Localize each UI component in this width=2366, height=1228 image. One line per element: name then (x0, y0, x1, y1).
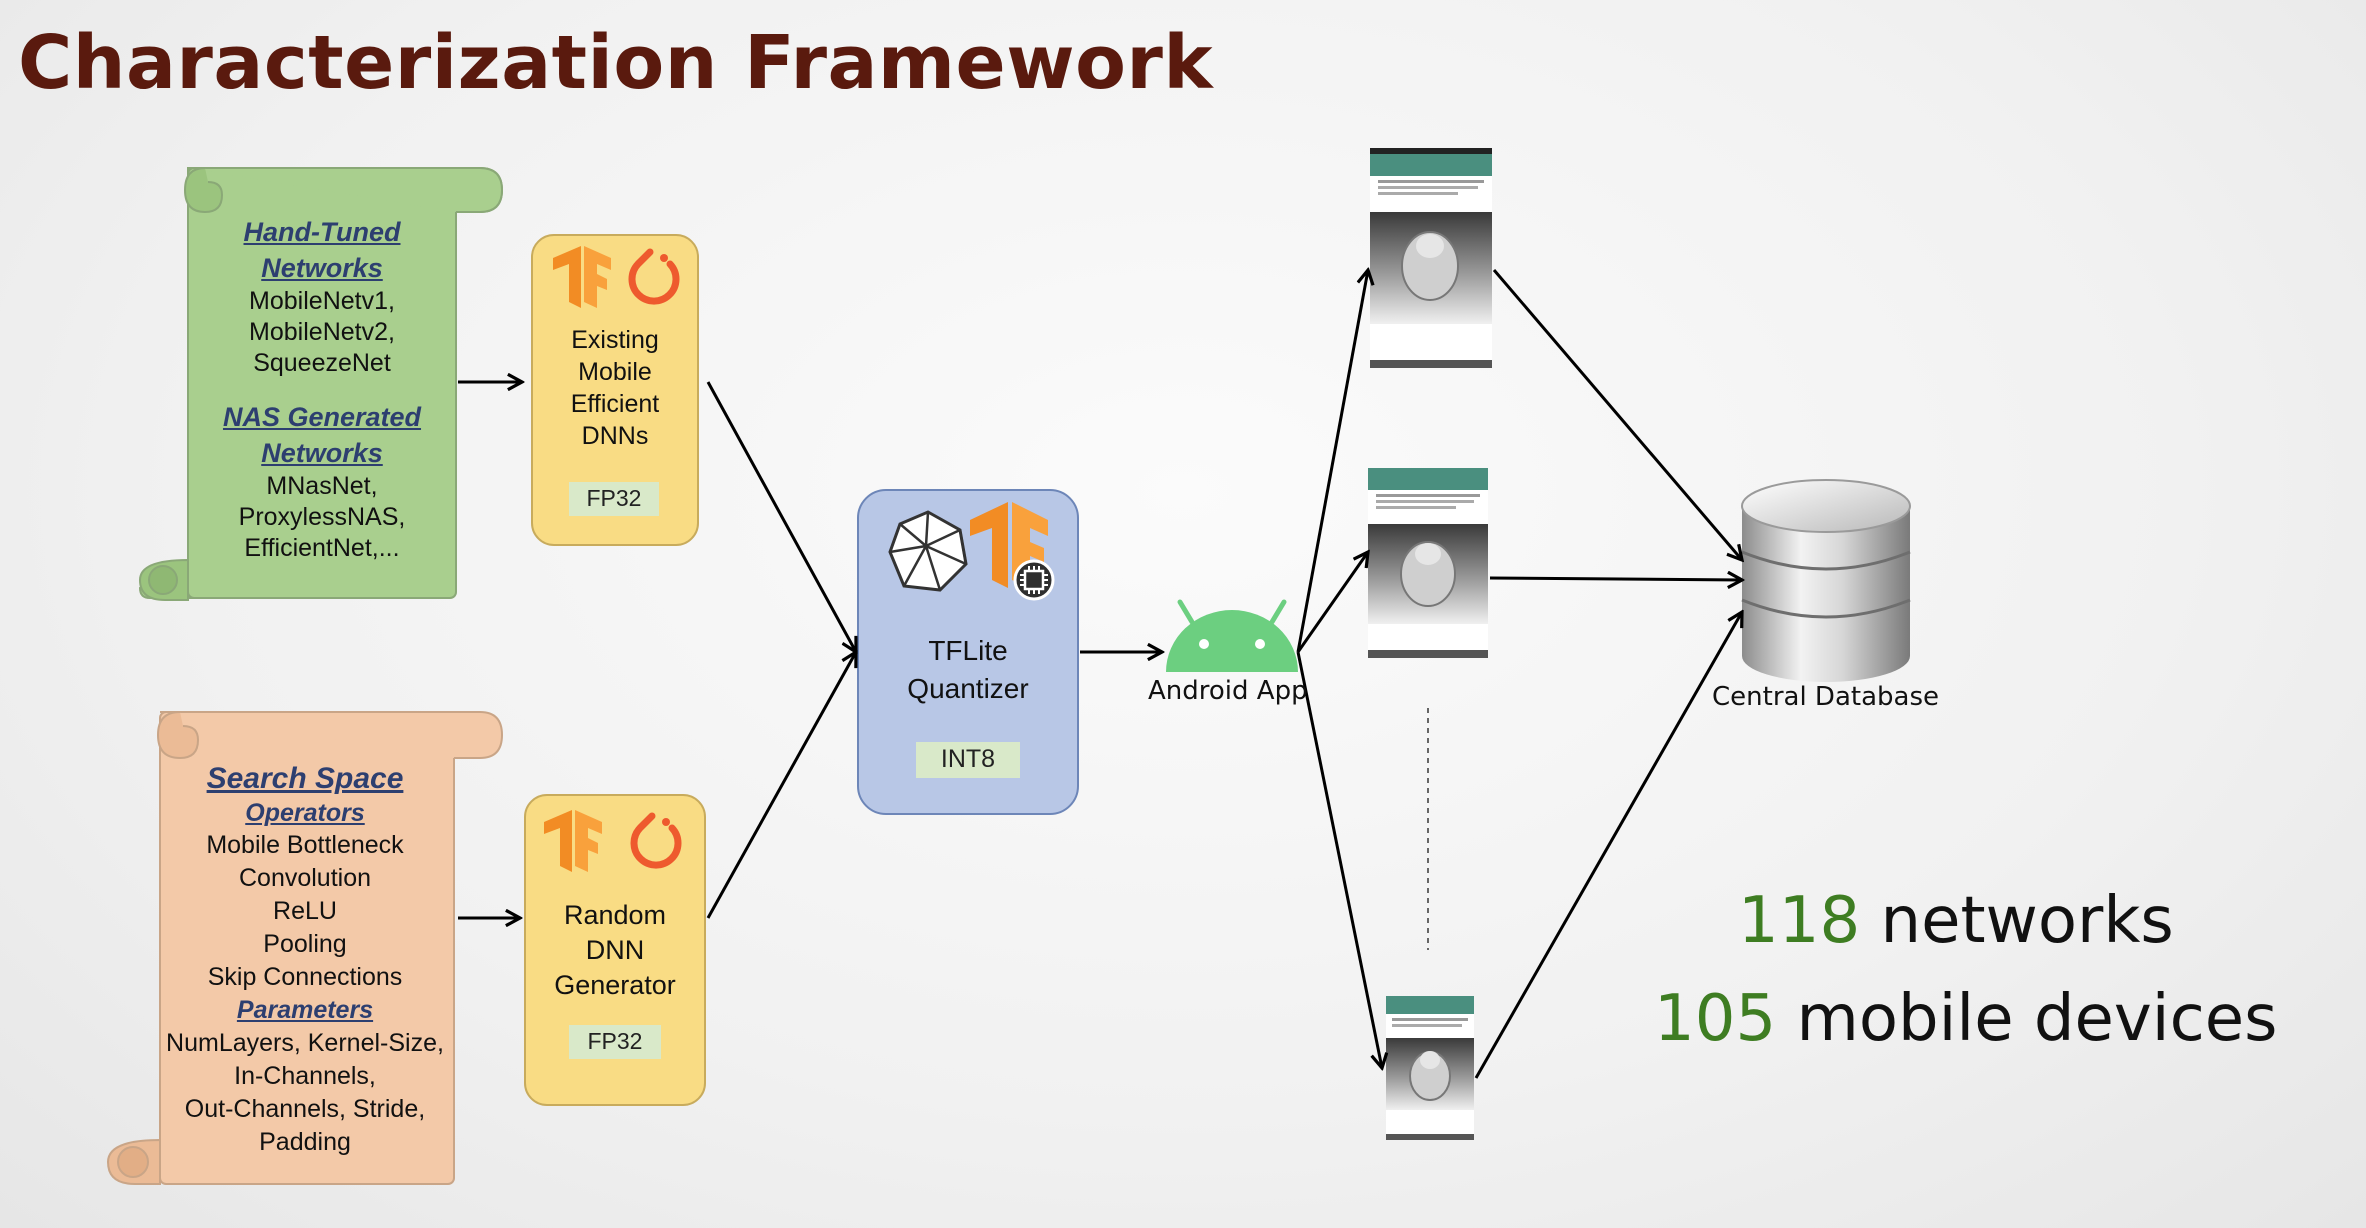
networks-stat: 118 networks (1738, 884, 2174, 958)
tensorflow-icon (553, 246, 611, 308)
existing-box-text: Existing Mobile Efficient DNNs (532, 324, 698, 452)
quantizer-badge-bg (916, 742, 1020, 778)
random-line: Generator (554, 970, 676, 1000)
existing-line: Existing (571, 326, 659, 354)
search-space-scroll (106, 711, 504, 1185)
devices-stat: 105 mobile devices (1654, 982, 2277, 1056)
networks-count: 118 (1738, 884, 1861, 958)
quantizer-line: Quantizer (907, 673, 1029, 704)
parameter-item: In-Channels, (234, 1062, 376, 1090)
search-space-heading: Search Space (206, 762, 404, 795)
search-space-text: Search Space Operators Mobile Bottleneck… (160, 760, 450, 1159)
random-line: Random (563, 900, 667, 930)
quantizer-line: TFLite (928, 635, 1008, 666)
operator-item: Mobile Bottleneck (206, 831, 404, 859)
networks-label: networks (1880, 884, 2174, 958)
existing-line: Mobile (578, 358, 652, 386)
pytorch-icon (628, 248, 680, 305)
phone-screenshot (1370, 148, 1492, 368)
hand-tuned-text: Hand-Tuned Networks MobileNetv1, MobileN… (190, 214, 454, 564)
random-fp32-badge: FP32 (587, 1028, 643, 1054)
devices-label: mobile devices (1796, 982, 2278, 1056)
slide-title: Characterization Framework (18, 20, 1214, 106)
existing-fp32-badge: FP32 (586, 485, 642, 511)
tensorflow-icon (544, 810, 602, 872)
nas-heading-1: NAS Generated (222, 402, 422, 432)
database-icon (1741, 479, 1911, 682)
operator-item: Convolution (238, 864, 372, 892)
parameters-heading: Parameters (236, 996, 374, 1024)
hand-tuned-item: SqueezeNet (253, 349, 391, 377)
arrows (458, 270, 1742, 1079)
quantizer-int8-badge: INT8 (940, 745, 996, 773)
operator-item: ReLU (273, 897, 337, 925)
parameter-item: Padding (259, 1128, 351, 1156)
operator-item: Skip Connections (207, 963, 403, 991)
quantizer-box-text: TFLite Quantizer (858, 632, 1078, 708)
nas-item: EfficientNet,... (244, 534, 400, 562)
existing-line: DNNs (581, 422, 649, 450)
existing-dnn-box (531, 234, 699, 546)
hand-tuned-item: MobileNetv1, (249, 287, 395, 315)
hand-tuned-scroll (138, 167, 504, 601)
existing-badge-bg (569, 482, 659, 516)
random-badge-bg (569, 1025, 661, 1059)
hand-tuned-item: MobileNetv2, (249, 318, 395, 346)
parameter-item: Out-Channels, Stride, (184, 1095, 426, 1123)
central-database-label: Central Database (1712, 682, 1939, 712)
random-line: DNN (585, 935, 645, 965)
operators-heading: Operators (245, 799, 365, 827)
operator-item: Pooling (263, 930, 347, 958)
nas-heading-2: Networks (261, 438, 383, 468)
pytorch-icon (630, 812, 682, 869)
parameter-item: NumLayers, Kernel-Size, (166, 1029, 444, 1057)
phone-screenshot (1368, 468, 1488, 658)
devices-count: 105 (1654, 982, 1777, 1056)
polyhedron-icon (888, 510, 968, 592)
nas-item: ProxylessNAS, (238, 503, 406, 531)
existing-line: Efficient (570, 390, 660, 418)
hand-tuned-heading-2: Networks (261, 253, 383, 283)
random-box-text: Random DNN Generator (525, 898, 705, 1003)
nas-item: MNasNet, (266, 472, 378, 500)
android-icon (1166, 599, 1298, 672)
android-app-label: Android App (1148, 676, 1308, 706)
hand-tuned-heading-1: Hand-Tuned (243, 217, 401, 247)
chip-icon (1013, 559, 1055, 601)
phone-screenshot (1386, 996, 1474, 1140)
